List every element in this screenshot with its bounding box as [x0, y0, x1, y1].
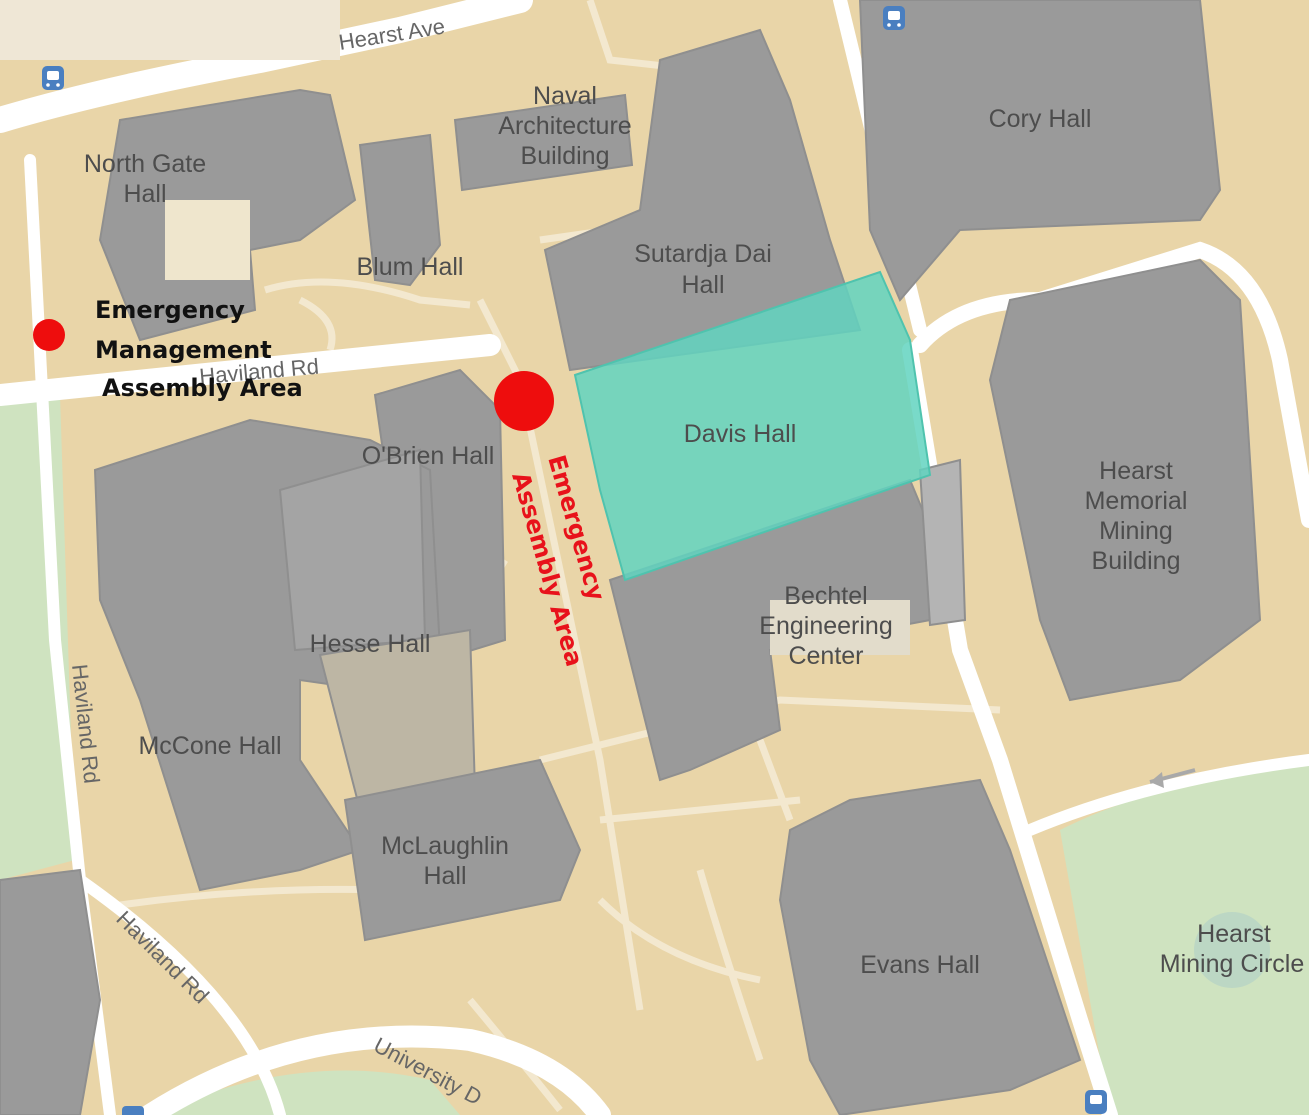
label-hearst-circle-2: Mining Circle: [1160, 950, 1304, 978]
label-cory-hall: Cory Hall: [989, 105, 1092, 133]
transit-stop-icon[interactable]: [1085, 1090, 1107, 1114]
label-hearst-mining-3: Mining: [1099, 517, 1173, 545]
top-left-lot: [0, 0, 340, 60]
legend-red-dot-icon: [33, 319, 65, 351]
walkway-shape: [918, 458, 967, 627]
transit-stop-icon[interactable]: [42, 66, 64, 90]
cory-hall-shape: [858, 0, 1222, 302]
label-hearst-mining-4: Building: [1092, 547, 1181, 575]
hearst-mining-shape: [988, 258, 1262, 702]
label-naval-2: Architecture: [498, 112, 631, 140]
label-davis-hall: Davis Hall: [684, 420, 797, 448]
assembly-area-marker-icon[interactable]: [494, 371, 554, 431]
label-bechtel-1: Bechtel: [784, 582, 867, 610]
evans-hall-shape: [778, 778, 1082, 1117]
transit-stop-icon[interactable]: [122, 1106, 144, 1120]
label-naval-1: Naval: [533, 82, 597, 110]
southwest-building-shape: [0, 868, 102, 1116]
label-hearst-circle-1: Hearst: [1197, 920, 1271, 948]
legend-line-2: Management: [95, 336, 272, 364]
label-hearst-mining-2: Memorial: [1085, 487, 1188, 515]
label-hearst-mining-1: Hearst: [1099, 457, 1173, 485]
label-north-gate-hall-2: Hall: [123, 180, 166, 208]
west-lawn: [0, 395, 75, 880]
legend-line-3: Assembly Area: [102, 374, 303, 402]
hearst-circle-lawn: [1060, 760, 1309, 1115]
label-evans-hall: Evans Hall: [860, 951, 980, 979]
label-north-gate-hall-1: North Gate: [84, 150, 206, 178]
label-sutardja-dai-1: Sutardja Dai: [634, 240, 772, 268]
davis-hall-highlight[interactable]: [573, 270, 932, 582]
legend-line-1: Emergency: [95, 296, 245, 324]
north-gate-courtyard: [165, 200, 250, 280]
label-mclaughlin-1: McLaughlin: [381, 832, 509, 860]
label-hesse-hall: Hesse Hall: [310, 630, 431, 658]
buildings: [0, 0, 1262, 1117]
south-lawn: [150, 1070, 460, 1115]
label-blum-hall: Blum Hall: [357, 253, 464, 281]
mclaughlin-hall-shape: [343, 758, 582, 942]
label-sutardja-dai-2: Hall: [681, 271, 724, 299]
label-bechtel-3: Center: [788, 642, 863, 670]
naval-building-shape: [453, 93, 634, 192]
label-bechtel-2: Engineering: [759, 612, 892, 640]
transit-stop-icon[interactable]: [883, 6, 905, 30]
blum-hall-shape: [358, 133, 442, 287]
bechtel-plaza: [770, 600, 910, 655]
label-naval-3: Building: [521, 142, 610, 170]
label-mclaughlin-2: Hall: [423, 862, 466, 890]
label-obrien-hall: O'Brien Hall: [362, 442, 495, 470]
label-mccone-hall: McCone Hall: [138, 732, 281, 760]
hearst-circle: [1194, 912, 1270, 988]
direction-arrow-icon: [1149, 768, 1196, 788]
